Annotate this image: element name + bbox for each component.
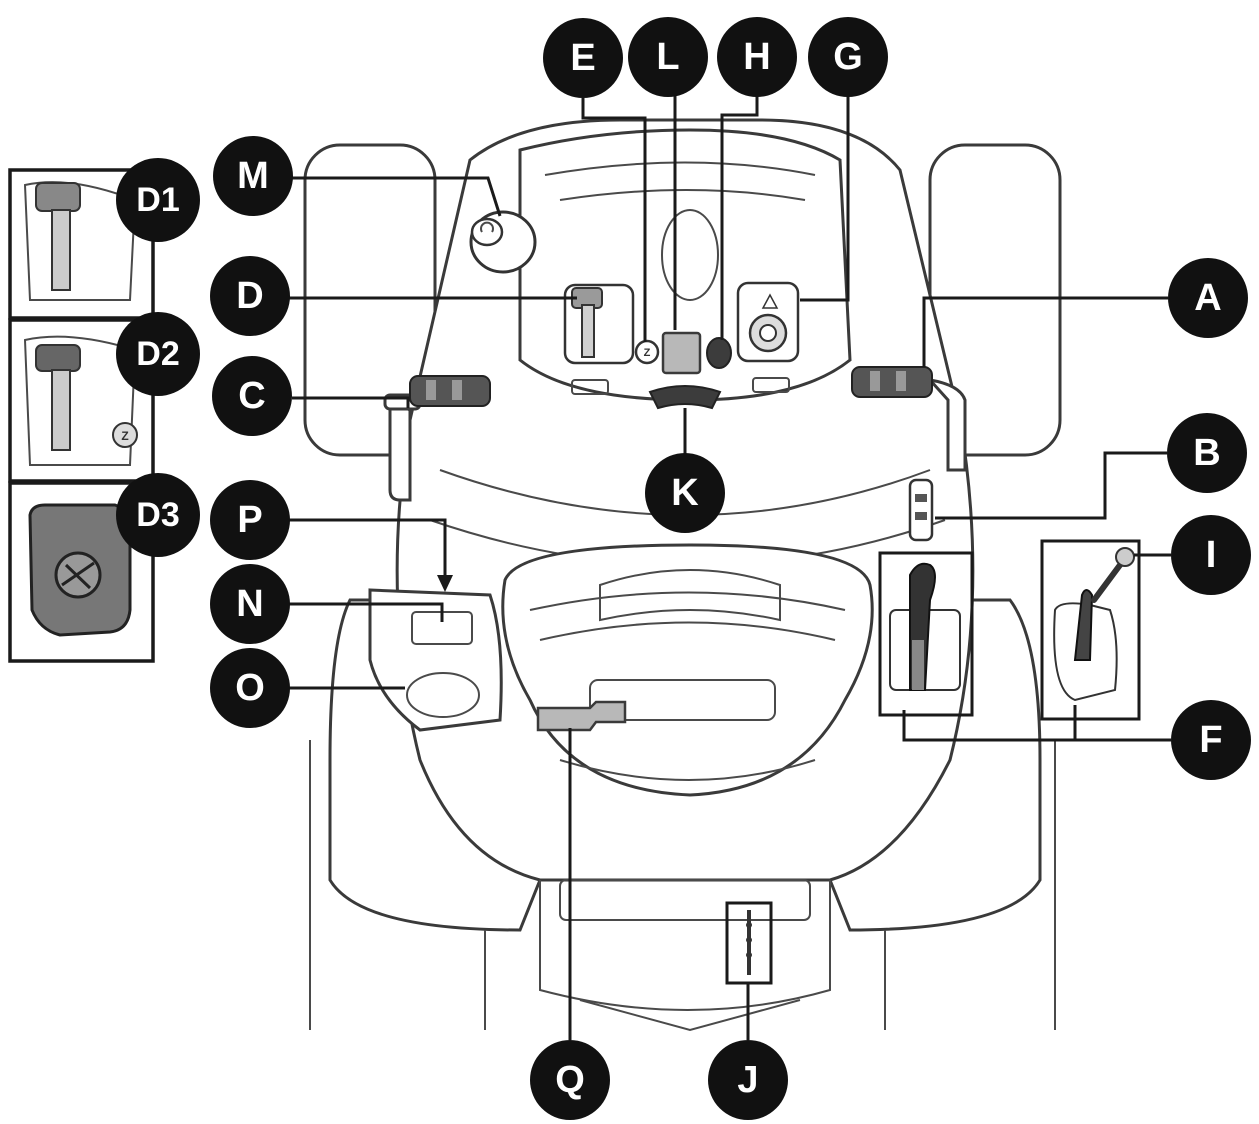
throttle-lever [563,283,635,365]
side-switch [908,478,934,542]
callout-l: L [628,17,708,97]
seat-adjust-lever [536,700,627,732]
callout-d3: D3 [116,473,200,557]
callout-p-label: P [237,499,262,541]
left-grip-controls [409,375,491,407]
callout-o: O [210,648,290,728]
callout-m-label: M [237,155,269,197]
fuel-cap [469,210,537,274]
callout-e: E [543,18,623,98]
svg-text:Z: Z [121,429,128,443]
cup-holder [406,672,480,718]
callout-c: C [212,356,292,436]
lever-inset-frame [1040,539,1141,721]
callout-h: H [717,17,797,97]
callout-q-label: Q [555,1059,585,1101]
callout-h-label: H [743,36,770,78]
left-rear-wheel [303,143,437,457]
callout-j: J [708,1040,788,1120]
inset-d2: Z [8,318,155,483]
lever-inset [1053,547,1135,702]
callout-q: Q [530,1040,610,1120]
components: Z [409,210,1141,985]
callout-d3-label: D3 [136,496,179,534]
callout-b-label: B [1193,432,1220,474]
callout-p: P [210,480,290,560]
choke-knob [634,339,660,365]
callout-k: K [645,453,725,533]
right-handlebar [926,377,967,472]
callout-k-label: K [671,472,699,514]
svg-text:Z: Z [644,347,651,359]
callout-b: B [1167,413,1247,493]
callout-f-label: F [1199,719,1222,761]
display-panel [661,331,702,375]
cutting-height-knob [648,385,722,410]
callout-d-label: D [236,275,263,317]
callout-c-label: C [238,375,265,417]
callout-n: N [210,564,290,644]
callout-g-label: G [833,36,863,78]
callout-m: M [213,136,293,216]
callout-d2-label: D2 [136,335,179,373]
lift-lever [889,562,961,691]
inset-panels: Z [8,168,155,663]
callout-d: D [210,256,290,336]
leader-lines [287,92,1171,1040]
frame [539,880,831,1011]
callout-o-label: O [235,667,265,709]
callout-j-label: J [737,1059,758,1101]
callout-d1: D1 [116,158,200,242]
ignition-switch [736,281,800,363]
callout-labels: E L H G M D C A B K P N O I F Q J D1 D2 … [116,17,1251,1120]
callout-e-label: E [570,37,595,79]
callout-g: G [808,17,888,97]
callout-f: F [1171,700,1251,780]
headlight-button [706,337,732,369]
right-grip-controls [851,366,933,398]
callout-n-label: N [236,583,263,625]
callout-i: I [1171,515,1251,595]
callout-l-label: L [656,36,679,78]
callout-d1-label: D1 [136,181,179,219]
lever-release-knob [1115,547,1135,567]
callout-i-label: I [1206,534,1217,576]
callout-d2: D2 [116,312,200,396]
tractor-body [303,118,1062,1032]
callout-a-label: A [1194,277,1221,319]
left-handlebar [388,397,412,502]
lift-lever-frame [878,551,974,717]
callout-a: A [1168,258,1248,338]
dipstick [746,910,752,975]
left-console [368,588,503,732]
